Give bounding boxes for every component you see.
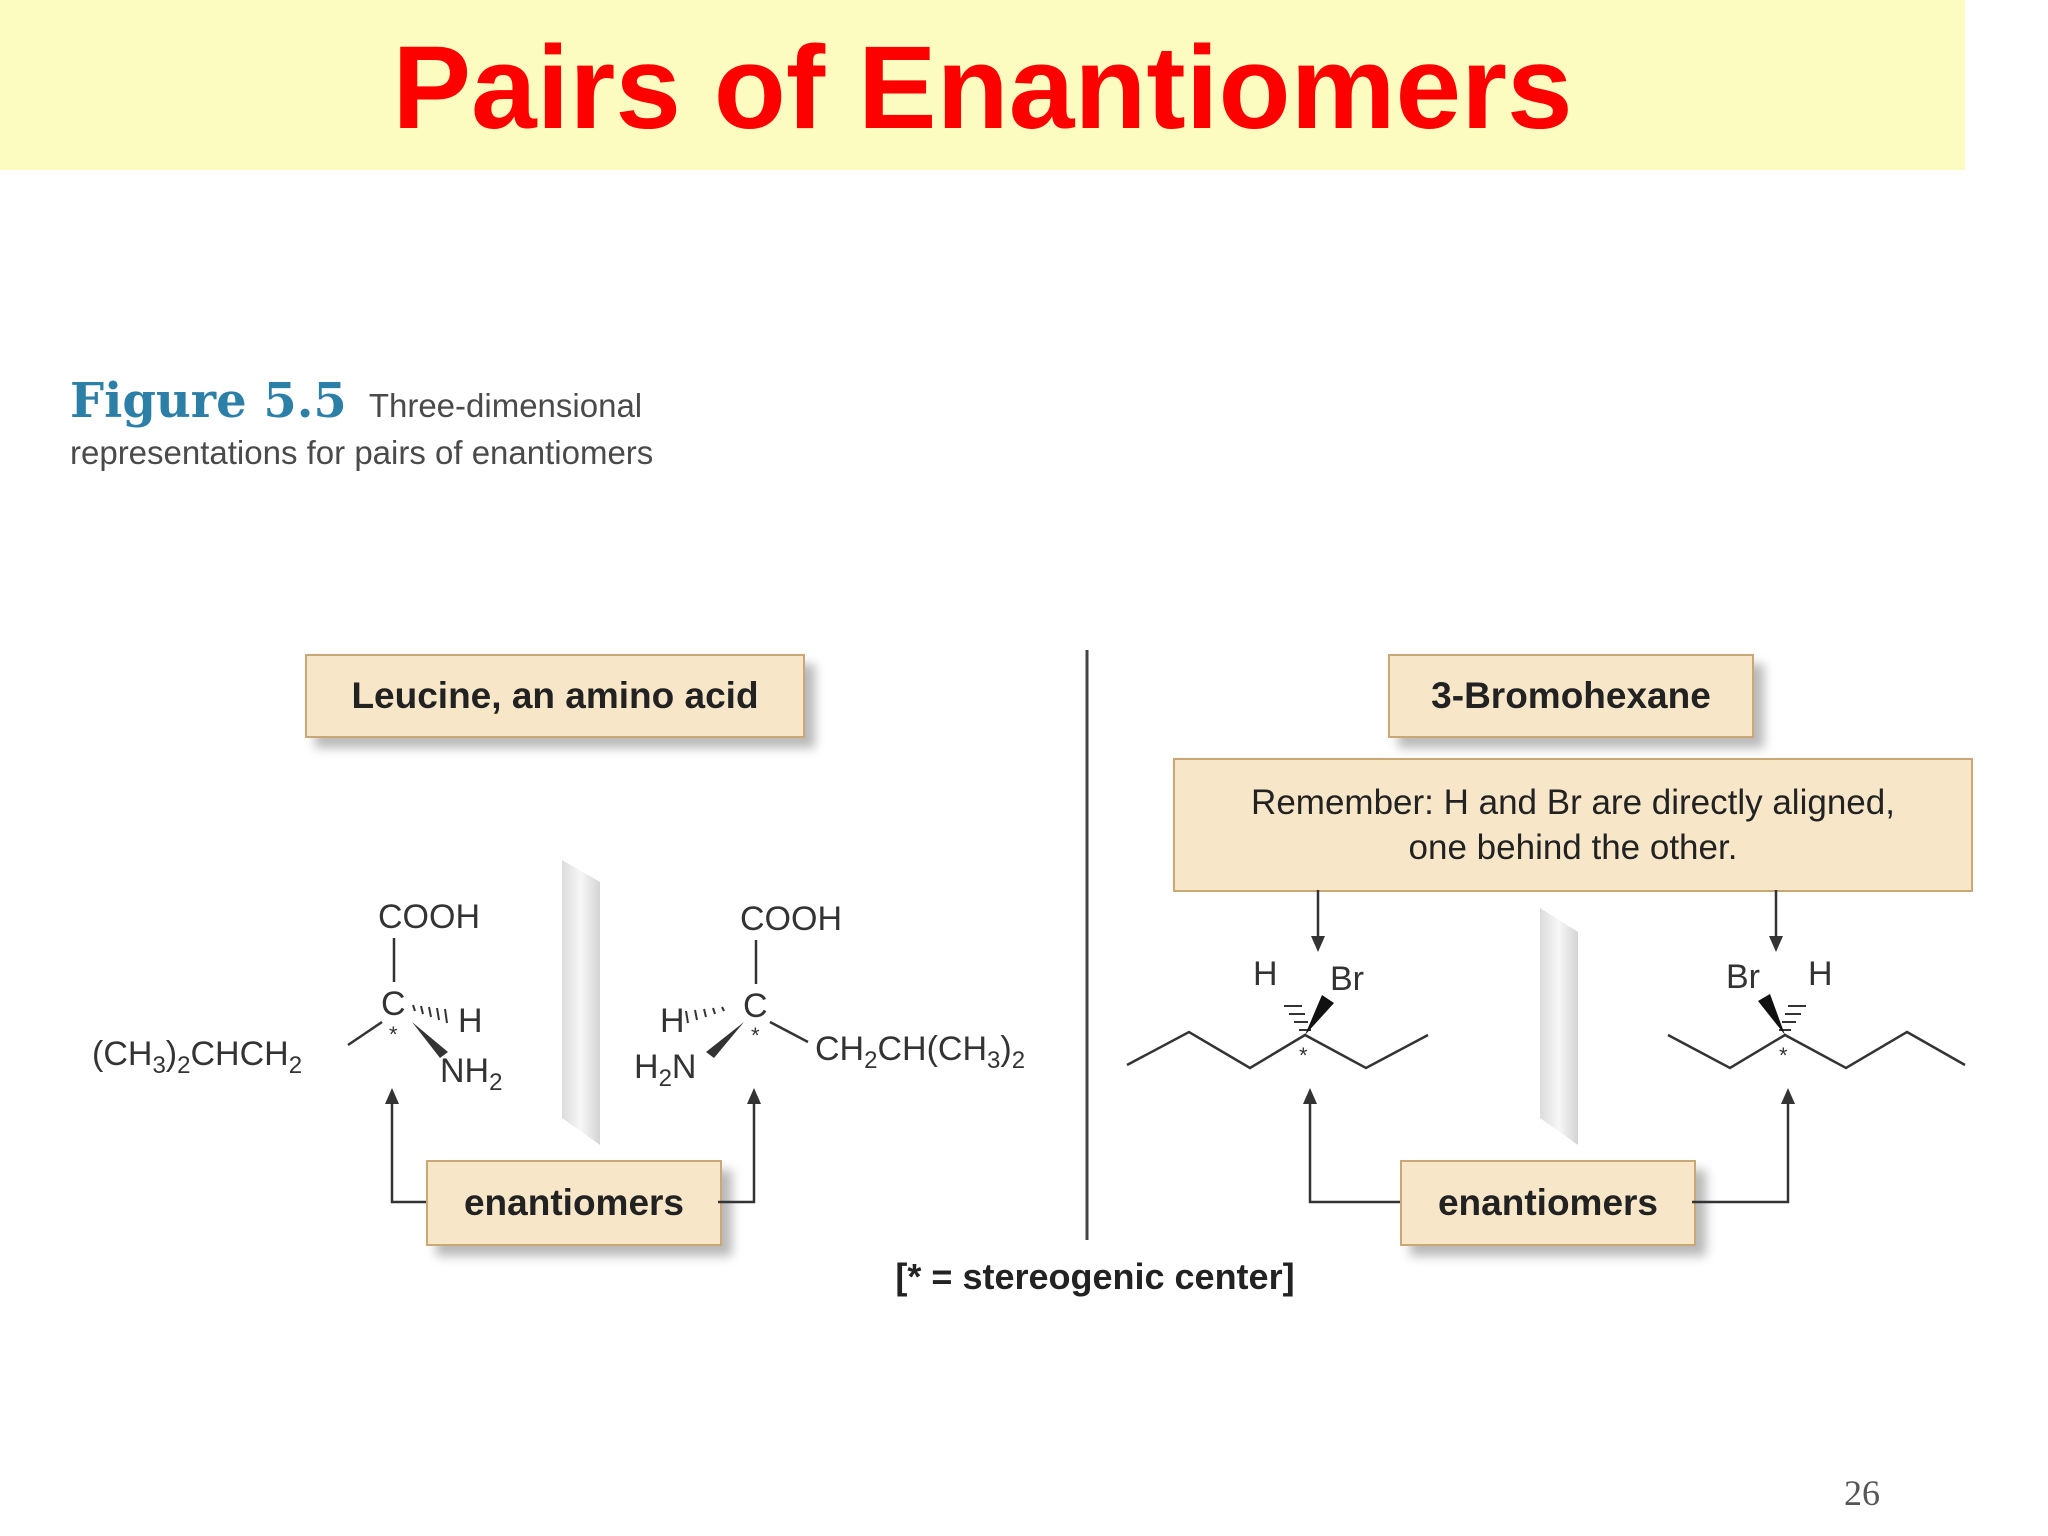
stereogenic-footnote: [* = stereogenic center]	[895, 1256, 1295, 1297]
leucine-enantiomer-2: COOH C H H2N CH2CH(CH3)2 *	[634, 900, 1025, 1092]
stereocenter-c: C	[743, 987, 768, 1025]
figure-number: Figure 5.5	[70, 373, 347, 429]
substituent-isobutyl: CH2CH(CH3)2	[815, 1030, 1025, 1074]
hashed-h: H	[458, 1002, 483, 1040]
note-line-2: one behind the other.	[1408, 828, 1738, 867]
cooh-label: COOH	[740, 900, 842, 938]
substituent-isobutyl: (CH3)2CHCH2	[92, 1035, 302, 1079]
hashed-h: H	[1253, 955, 1278, 993]
wedge-nh2: NH2	[440, 1052, 502, 1096]
note-line-1: Remember: H and Br are directly aligned,	[1251, 783, 1895, 822]
cooh-label: COOH	[378, 898, 480, 936]
wedge-br: Br	[1330, 960, 1364, 998]
note-arrows	[1316, 890, 1778, 942]
alignment-note-box: Remember: H and Br are directly aligned,…	[1173, 758, 1973, 892]
leucine-arrows	[390, 1098, 756, 1204]
stereo-star: *	[1779, 1043, 1788, 1068]
stereo-star: *	[389, 1022, 398, 1047]
leucine-enantiomer-1: COOH C (CH3)2CHCH2 H NH2 *	[92, 898, 502, 1096]
bromohexane-enantiomer-2: Br H *	[1667, 955, 1966, 1070]
bromohexane-enantiomer-1: H Br *	[1126, 955, 1429, 1070]
wedge-h2n: H2N	[634, 1048, 696, 1092]
stereocenter-c: C	[381, 985, 406, 1023]
left-enantiomers-box: enantiomers	[426, 1160, 722, 1246]
left-enantiomers-label: enantiomers	[463, 1182, 684, 1223]
hashed-h: H	[1808, 955, 1833, 993]
leucine-header: Leucine, an amino acid	[351, 675, 759, 716]
mirror-plane-left	[562, 860, 600, 1145]
slide-title: Pairs of Enantiomers	[392, 22, 1573, 154]
mirror-plane-right	[1540, 908, 1578, 1145]
right-enantiomers-label: enantiomers	[1437, 1182, 1658, 1223]
page-number: 26	[1844, 1473, 1880, 1513]
bromohexane-header-box: 3-Bromohexane	[1388, 654, 1754, 738]
title-bar	[0, 0, 1965, 170]
stereo-star: *	[1299, 1043, 1308, 1068]
wedge-br: Br	[1726, 958, 1760, 996]
hashed-h: H	[660, 1002, 685, 1040]
bromohexane-header: 3-Bromohexane	[1431, 675, 1711, 716]
stereo-star: *	[751, 1023, 760, 1048]
bromohexane-arrows	[1308, 1098, 1790, 1204]
leucine-header-box: Leucine, an amino acid	[305, 654, 805, 738]
right-enantiomers-box: enantiomers	[1400, 1160, 1696, 1246]
figure-caption: Three-dimensional representations for pa…	[70, 387, 654, 471]
